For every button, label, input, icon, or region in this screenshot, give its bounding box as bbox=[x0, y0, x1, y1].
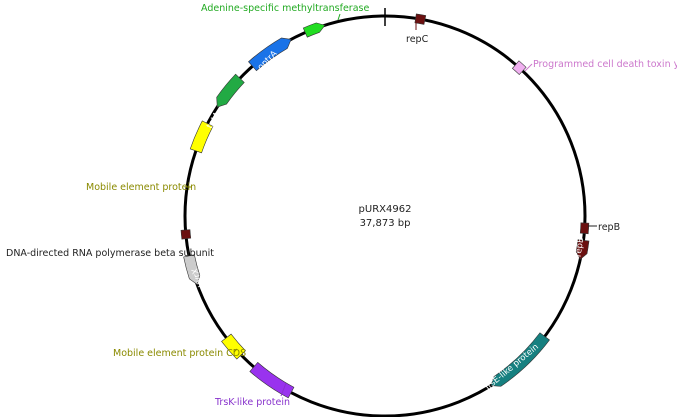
repC-arrow bbox=[414, 13, 427, 25]
mobile-element-protein-cds-leader bbox=[233, 348, 238, 353]
mobile-element-protein-cds-arrow bbox=[221, 333, 246, 360]
feature-mobile-element-protein-cds[interactable]: Mobile element protein CDS bbox=[113, 333, 246, 360]
feature-trsk-like-protein[interactable]: TrsK-like protein bbox=[214, 361, 295, 408]
tetA-inner-label: tetA bbox=[205, 110, 223, 130]
mobile-element-protein-label: Mobile element protein bbox=[86, 182, 196, 193]
feature-tetA[interactable]: tetA bbox=[205, 73, 245, 131]
adenine-methyltransferase-leader bbox=[337, 13, 341, 21]
trse-like-protein-arrow bbox=[490, 332, 550, 387]
mobile-element-protein-cds-label: Mobile element protein CDS bbox=[113, 348, 246, 359]
feature-rna-polymerase-beta[interactable]: DNA-directed RNA polymerase beta subunit bbox=[6, 229, 214, 259]
uvrX-arrow bbox=[183, 254, 201, 285]
repB-inner-label: repB bbox=[574, 236, 587, 257]
repB-small-arrow bbox=[579, 222, 590, 235]
programmed-cell-death-toxin-leader bbox=[524, 63, 533, 72]
feature-mobile-element-protein[interactable]: Mobile element protein bbox=[86, 120, 214, 193]
adenine-methyltransferase-arrow bbox=[302, 22, 326, 38]
plasmid-size: 37,873 bp bbox=[360, 218, 411, 229]
repB-small-label: repB bbox=[598, 222, 620, 233]
optrA-arrow bbox=[248, 37, 292, 72]
rna-polymerase-beta-arrow bbox=[180, 229, 192, 240]
feature-optrA[interactable]: optrA bbox=[248, 37, 292, 73]
plasmid-name: pURX4962 bbox=[359, 204, 412, 215]
mobile-element-protein-arrow bbox=[189, 120, 214, 154]
trse-like-protein-inner-label: TrsE-like protein bbox=[482, 342, 541, 394]
feature-repB-small[interactable]: repB bbox=[579, 222, 620, 235]
feature-programmed-cell-death-toxin[interactable]: Programmed cell death toxin ydcE bbox=[511, 59, 677, 75]
feature-adenine-methyltransferase[interactable]: Adenine-specific methyltransferase bbox=[201, 3, 369, 38]
feature-repB[interactable]: repB bbox=[574, 236, 590, 260]
feature-trse-like-protein[interactable]: TrsE-like protein bbox=[482, 332, 550, 394]
repB-arrow bbox=[575, 239, 590, 260]
adenine-methyltransferase-label: Adenine-specific methyltransferase bbox=[201, 3, 369, 14]
rna-polymerase-beta-label: DNA-directed RNA polymerase beta subunit bbox=[6, 248, 214, 259]
trsk-like-protein-label: TrsK-like protein bbox=[214, 397, 290, 408]
programmed-cell-death-toxin-arrow bbox=[511, 60, 527, 75]
tetA-arrow bbox=[216, 73, 245, 108]
uvrX-inner-label: uvrX bbox=[190, 267, 205, 289]
feature-uvrX[interactable]: uvrX bbox=[183, 254, 206, 289]
feature-repC[interactable]: repC bbox=[406, 13, 429, 45]
programmed-cell-death-toxin-label: Programmed cell death toxin ydcE bbox=[533, 59, 677, 70]
repC-label: repC bbox=[406, 34, 429, 45]
trsk-like-protein-arrow bbox=[249, 361, 295, 399]
trsk-like-protein-leader bbox=[280, 382, 287, 397]
